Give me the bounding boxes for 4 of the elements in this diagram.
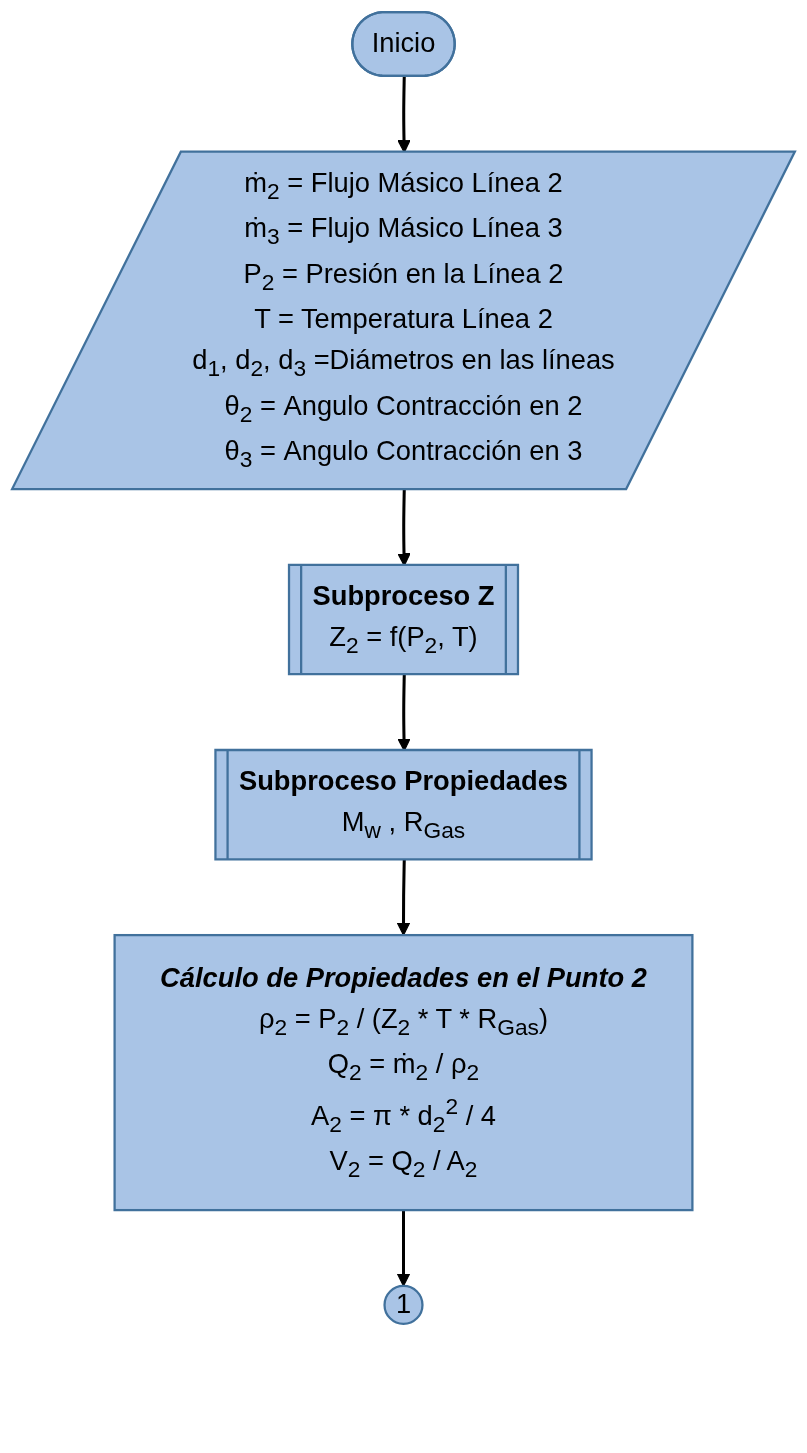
arrow (396, 860, 411, 936)
arrow (396, 1210, 411, 1287)
node-box: Cálculo de Propiedades en el Punto 2 ρ$_{2}$ = P$_{2}$ / (Z$_{2}$ * T * R$_{Gas}$) Q$_{2}$ = ṁ$_{2}$ / ρ$_{2}$ A$_{2}$ = π * d$_{2}$$^{2}$ / 4 V$_{2}$ = Q$_{2}$ / A$_{2}$ (113, 933, 694, 1212)
node-circle: 1 (383, 1284, 424, 1325)
